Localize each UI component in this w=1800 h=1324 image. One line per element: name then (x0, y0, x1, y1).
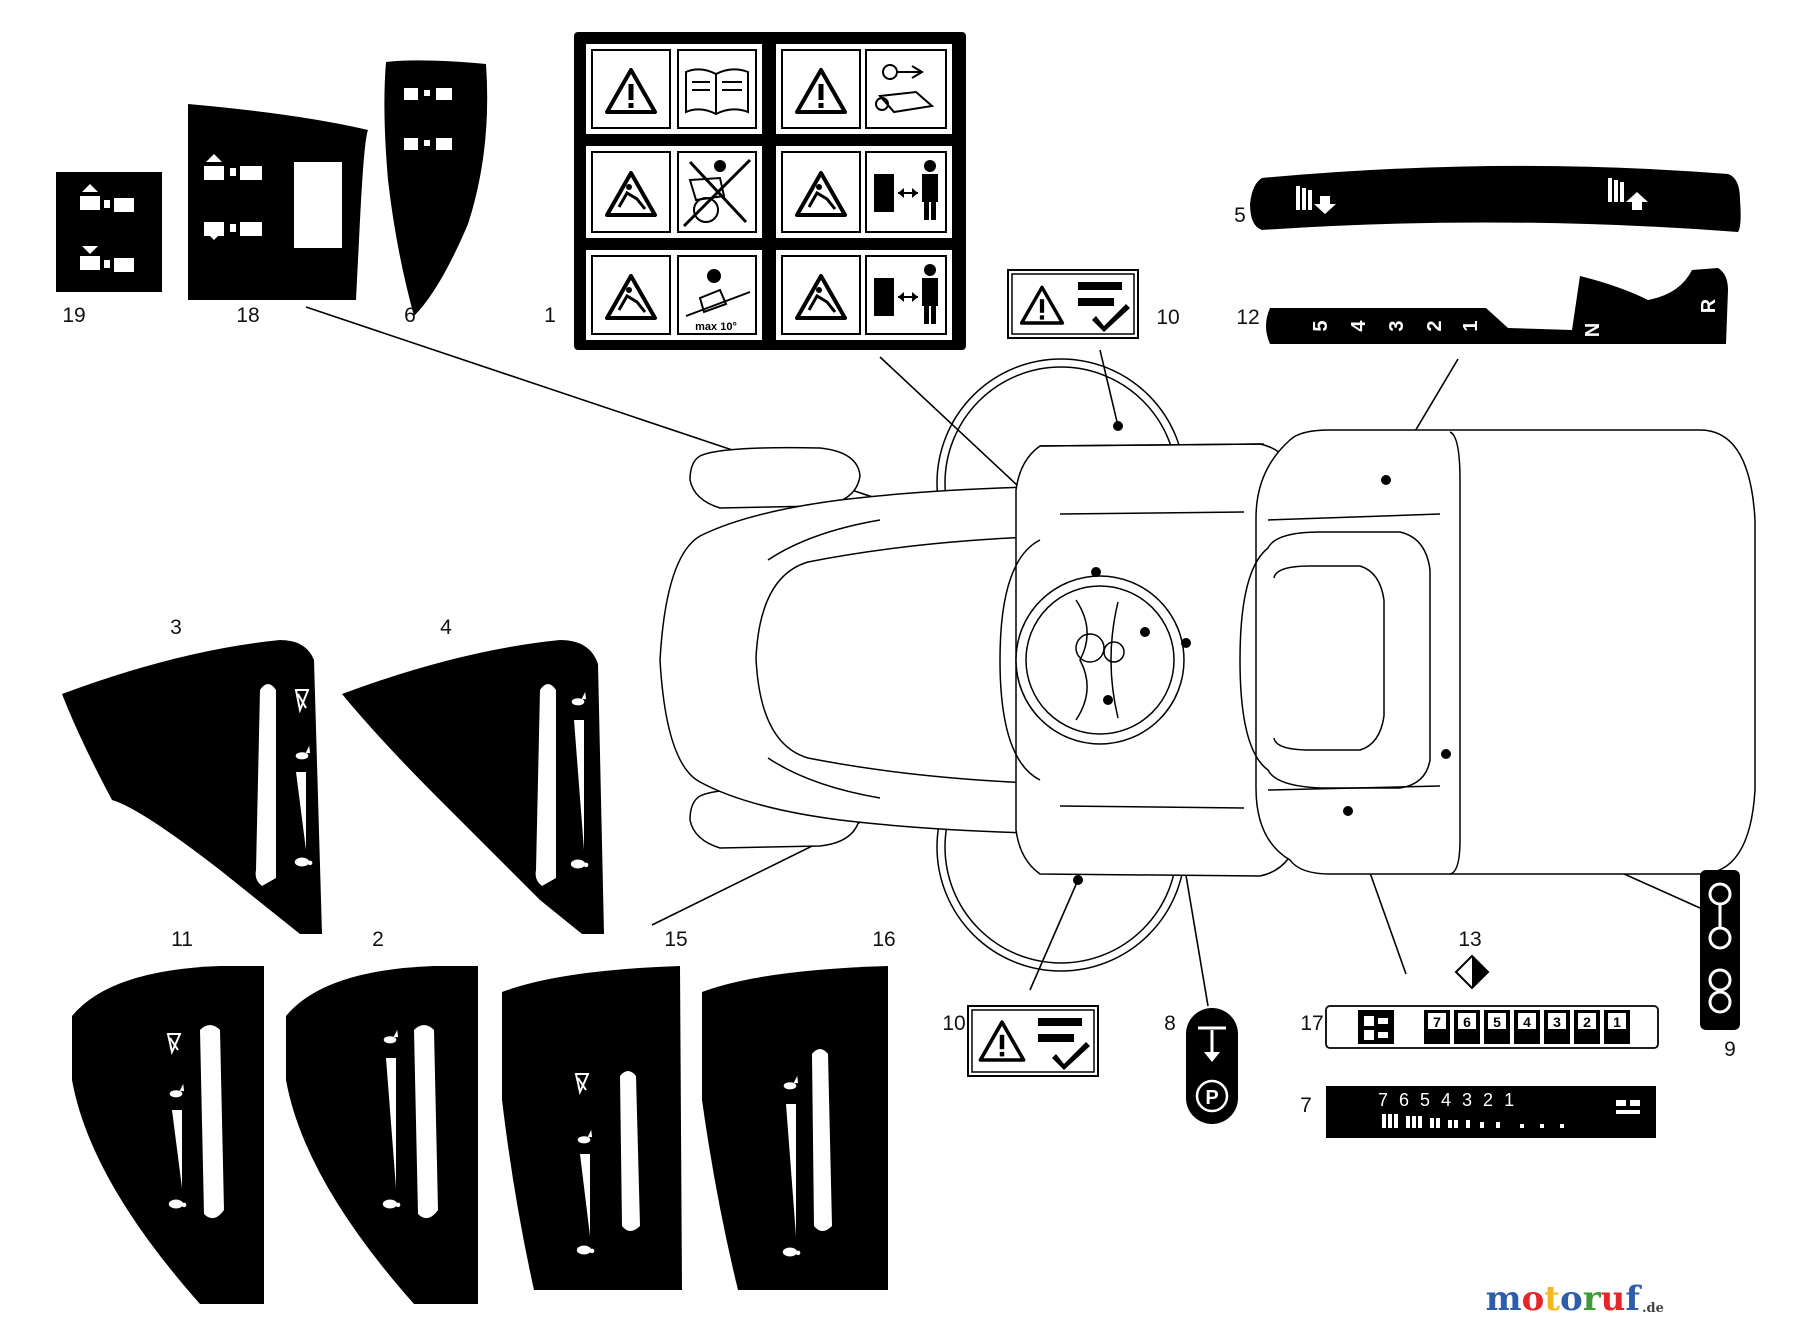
decal-4-throttle (342, 640, 604, 934)
decal-9-shift-pattern (1700, 870, 1740, 1030)
speed-box-number-bg (1608, 1013, 1626, 1029)
decal-15-throttle (502, 966, 682, 1290)
speed-box-number-bg (1578, 1013, 1596, 1029)
decal-10-bottom (967, 1005, 1099, 1077)
speed-box-label: 5 (1493, 1014, 1501, 1030)
part-label-10-top: 10 (1156, 306, 1179, 329)
watermark-letter: o (1522, 1279, 1545, 1319)
gear-4-label: 4 (1348, 320, 1370, 332)
front-wheel-top (689, 446, 861, 509)
decal-11-throttle (72, 966, 264, 1304)
decal-5-deck-lift (1250, 165, 1741, 232)
part-label-4: 4 (440, 616, 452, 639)
decal-7-speed-strip: 7 6 5 4 3 2 1 (1326, 1086, 1656, 1138)
watermark-letter: t (1544, 1279, 1560, 1319)
watermark-letter: r (1583, 1279, 1602, 1319)
tractor-top-view (659, 358, 1756, 972)
decal-6 (384, 60, 488, 317)
speed-box-label: 1 (1613, 1014, 1621, 1030)
part-label-10-bottom: 10 (942, 1012, 965, 1035)
part-label-1: 1 (544, 304, 556, 327)
leader-dots (1073, 421, 1451, 885)
part-label-8: 8 (1164, 1012, 1176, 1035)
decal-2-throttle (286, 966, 478, 1304)
decal-19 (56, 172, 162, 292)
decal-18 (188, 104, 368, 300)
hood-center (755, 535, 1061, 785)
decal-17-speed-selector: 7 6 5 4 3 2 1 (1325, 1005, 1659, 1049)
speed-numbers-label: 7 6 5 4 3 2 1 (1378, 1090, 1517, 1110)
steering-wheel-inner (1025, 585, 1175, 735)
part-label-19: 19 (62, 304, 85, 327)
watermark-letter: f (1625, 1279, 1642, 1319)
decal-12-gear-selector: 5 4 3 2 1 N R (1266, 268, 1728, 344)
no-passengers-icon (682, 158, 752, 228)
remove-key-icon (875, 64, 935, 114)
speed-box-label: 3 (1553, 1014, 1561, 1030)
part-label-18: 18 (236, 304, 259, 327)
part-label-11: 11 (171, 928, 193, 951)
part-label-17: 17 (1300, 1012, 1323, 1035)
speed-box-label: 4 (1523, 1014, 1531, 1030)
part-label-12: 12 (1236, 306, 1259, 329)
gear-n-label: N (1582, 323, 1604, 337)
gear-3-label: 3 (1386, 320, 1408, 331)
speed-box-label: 6 (1463, 1014, 1471, 1030)
part-number-labels: 19 18 6 1 10 5 12 3 4 11 2 15 16 10 8 13… (62, 204, 1736, 1117)
decal-1-safety-block: max 10° (574, 32, 966, 350)
decal-13-indicator (1454, 954, 1490, 990)
part-label-5: 5 (1234, 204, 1246, 227)
gear-2-label: 2 (1424, 320, 1446, 331)
part-label-9: 9 (1724, 1038, 1736, 1061)
watermark-suffix: .de (1642, 1301, 1664, 1316)
decal-16-throttle (702, 966, 888, 1290)
part-label-15: 15 (664, 928, 687, 951)
watermark-letter: u (1601, 1279, 1626, 1319)
watermark-letter: o (1560, 1279, 1583, 1319)
keep-distance-icon (874, 264, 938, 324)
slope-limit-label: max 10° (695, 321, 737, 333)
seat-outline (1239, 531, 1431, 789)
speed-box-label: 7 (1433, 1014, 1441, 1030)
part-label-2: 2 (372, 928, 384, 951)
decal-3-throttle (62, 640, 322, 934)
hood-outline (659, 485, 1079, 835)
speed-box-label: 2 (1583, 1014, 1591, 1030)
part-label-7: 7 (1300, 1094, 1312, 1117)
speed-box-number-bg (1488, 1013, 1506, 1029)
watermark-logo: motoruf .de (1486, 1279, 1664, 1319)
speed-box-number-bg (1458, 1013, 1476, 1029)
part-label-6: 6 (404, 304, 416, 327)
parking-p-label: P (1205, 1087, 1218, 1109)
speed-box-number-bg (1518, 1013, 1536, 1029)
gear-5-label: 5 (1310, 320, 1332, 331)
watermark-letter: m (1486, 1279, 1522, 1319)
part-label-16: 16 (872, 928, 895, 951)
seat-base-outline (1255, 429, 1756, 875)
decal-10-top (1007, 269, 1139, 339)
decal-8-parking-brake: P (1186, 1008, 1238, 1124)
speed-box-number-bg (1548, 1013, 1566, 1029)
part-label-3: 3 (170, 616, 182, 639)
watermark-text: motoruf (1486, 1279, 1643, 1319)
keep-distance-icon (874, 160, 938, 220)
speed-box-number-bg (1428, 1013, 1446, 1029)
part-label-13: 13 (1458, 928, 1481, 951)
gear-1-label: 1 (1460, 320, 1482, 331)
steering-wheel-outer (1015, 575, 1185, 745)
speed-box-group: 7 6 5 4 3 2 1 (1424, 1010, 1630, 1044)
gear-r-label: R (1698, 298, 1720, 313)
manual-book-icon (685, 68, 749, 116)
slope-limit-icon (685, 269, 751, 317)
